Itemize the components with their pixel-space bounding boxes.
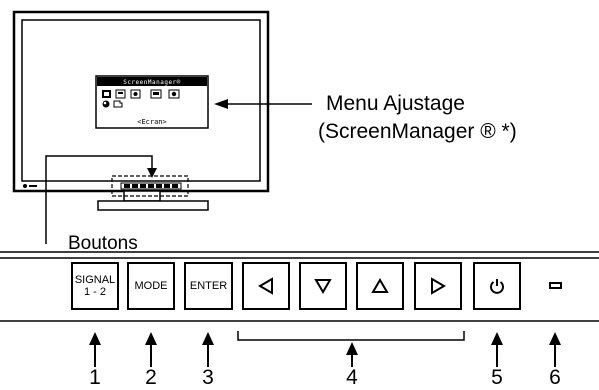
screenmanager-menu-tab: <Ecran>: [137, 118, 167, 126]
power-button[interactable]: [473, 262, 521, 310]
monitor-stand-base: [97, 200, 209, 211]
menu-lang-icon: [102, 100, 110, 108]
menu-pc-icon: [150, 89, 162, 99]
enter-button[interactable]: ENTER: [184, 262, 233, 310]
triangle-right-icon: [431, 277, 446, 295]
menu-info-icon-inner: [171, 91, 177, 97]
menu-screen-icon-inner: [104, 92, 109, 96]
menu-color-icon-inner: [118, 92, 123, 94]
buttons-leader-line: [45, 155, 153, 244]
up-button[interactable]: [356, 262, 404, 310]
led-indicator-icon: [549, 282, 562, 289]
down-button[interactable]: [299, 262, 347, 310]
callout-number-2: 2: [145, 366, 157, 389]
power-icon: [490, 279, 504, 294]
right-button[interactable]: [414, 262, 462, 310]
callout-number-3: 3: [202, 366, 214, 389]
screenmanager-menu: [95, 75, 209, 129]
left-button[interactable]: [242, 262, 290, 310]
signal-button-label-line1: SIGNAL: [74, 274, 116, 286]
screenmanager-label: (ScreenManager ® *): [318, 120, 517, 143]
callout-number-1: 1: [89, 366, 101, 389]
boutons-label: Boutons: [68, 233, 138, 254]
triangle-up-icon: [371, 278, 389, 293]
signal-button[interactable]: SIGNAL 1 - 2: [71, 262, 119, 310]
buttons-leader-arrowhead: [147, 168, 157, 178]
mode-button-label: MODE: [134, 280, 168, 292]
menu-sound-icon-inner: [133, 92, 138, 96]
callout-number-4: 4: [346, 366, 358, 389]
arrow-buttons-bracket: [237, 331, 465, 341]
button-cluster-dashed: [111, 175, 189, 197]
monitor-screen: [21, 19, 261, 182]
monitor-logo-text: [29, 185, 37, 187]
triangle-down-icon: [314, 279, 332, 294]
menu-info-icon: [168, 89, 180, 99]
callout-number-5: 5: [491, 366, 503, 389]
number-pointers: [89, 332, 561, 367]
monitor-logo-icon: [23, 184, 27, 188]
enter-button-label: ENTER: [189, 280, 228, 292]
mode-button[interactable]: MODE: [127, 262, 175, 310]
menu-pc-icon-inner: [153, 92, 159, 95]
button-cluster-keys: [124, 184, 178, 188]
menu-ajustage-label: Menu Ajustage: [326, 92, 465, 115]
callout-number-6: 6: [549, 366, 561, 389]
menu-hand-icon: [113, 100, 123, 108]
screenmanager-menu-titlebar: [97, 77, 207, 86]
menu-lang-icon-inner: [103, 101, 107, 105]
signal-button-label-line2: 1 - 2: [83, 286, 106, 298]
menu-color-icon: [115, 89, 126, 99]
screenmanager-menu-title: ScreenManager®: [123, 79, 181, 86]
menu-pointer-arrowhead: [214, 99, 228, 109]
triangle-left-icon: [258, 277, 273, 295]
menu-sound-icon: [130, 89, 141, 99]
